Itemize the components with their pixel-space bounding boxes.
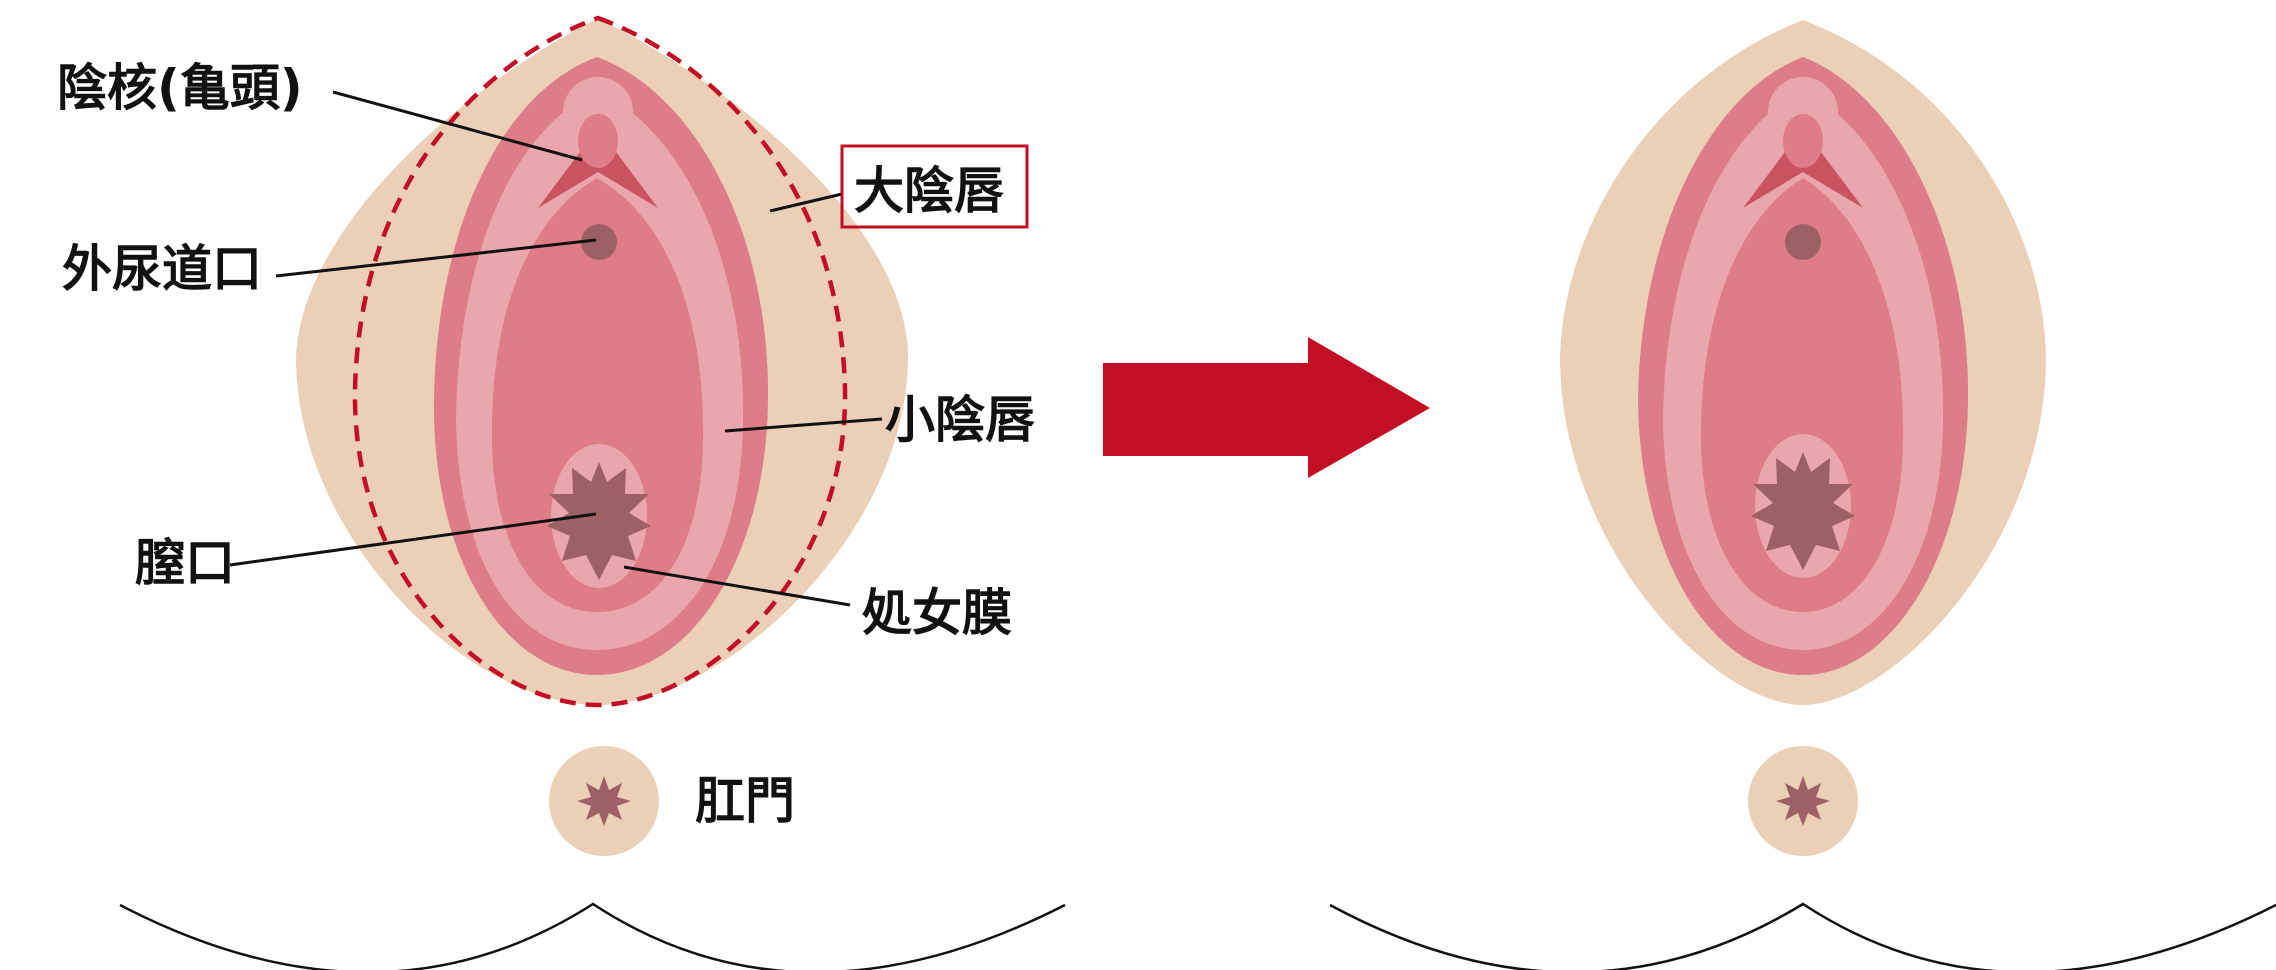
leader-clitoris — [332, 90, 583, 162]
left-anus-star — [577, 776, 631, 826]
right-anus-star — [1776, 776, 1830, 826]
label-labia-majora: 大陰唇 — [854, 162, 1004, 220]
label-labia-minora: 小陰唇 — [885, 391, 1035, 449]
right-panel-after — [1329, 20, 2276, 970]
left-vaginal-opening — [547, 462, 651, 580]
right-buttock-curve — [1329, 902, 2276, 970]
labia-majora-dashed-outline — [352, 15, 848, 708]
labia-majora-highlight-box — [840, 144, 1029, 229]
leader-urethra — [275, 238, 597, 278]
label-urethral-opening: 外尿道口 — [62, 240, 262, 298]
right-vestibule — [1700, 178, 1904, 612]
right-vaginal-opening — [1751, 452, 1855, 570]
left-clitoris-glans — [578, 114, 618, 168]
label-hymen: 処女膜 — [862, 584, 1012, 642]
left-panel-before: 陰核(亀頭) 大陰唇 外尿道口 小陰唇 膣口 処女膜 肛門 — [57, 15, 1066, 970]
leader-hymen — [623, 565, 851, 607]
label-vaginal-opening: 膣口 — [135, 534, 235, 592]
transition-arrow — [1103, 337, 1430, 478]
left-buttock-curve — [119, 902, 1066, 970]
label-clitoris: 陰核(亀頭) — [57, 59, 303, 117]
left-vestibule — [491, 178, 704, 612]
left-urethral-opening — [581, 224, 617, 260]
leader-labia-majora — [769, 192, 843, 213]
leader-labia-minora — [724, 417, 883, 433]
right-clitoris-glans — [1783, 114, 1823, 168]
right-urethral-opening — [1785, 224, 1821, 260]
leader-vaginal-opening — [229, 512, 597, 567]
label-anus: 肛門 — [695, 772, 795, 830]
